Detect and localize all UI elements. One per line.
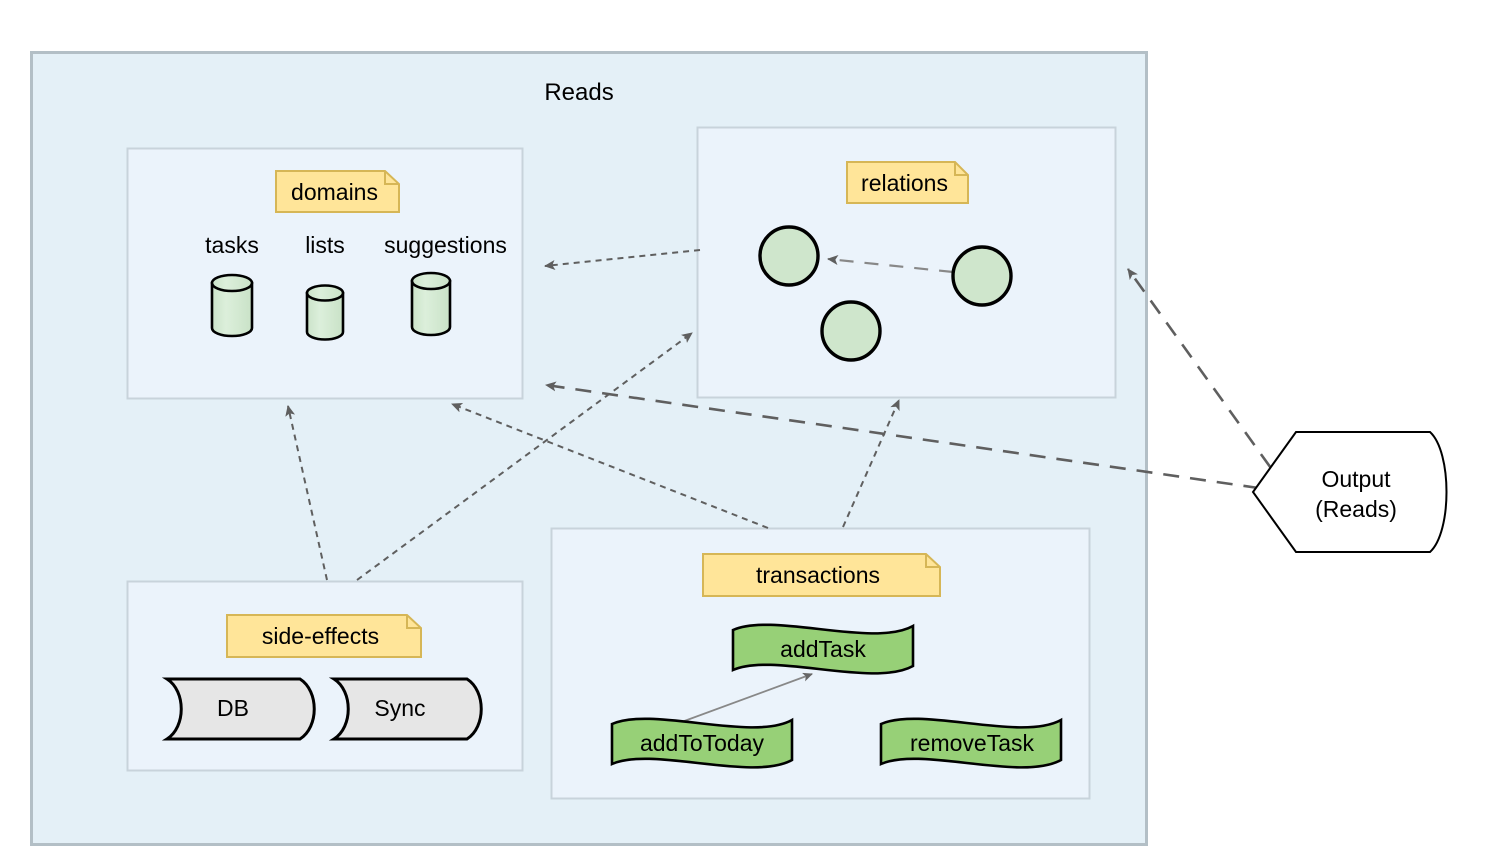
side-effects-group-box xyxy=(126,580,524,772)
edge-output-to-relations xyxy=(1126,268,1288,490)
relation-circle-left xyxy=(758,225,820,287)
output-node-shape xyxy=(1251,431,1448,553)
wave-addtask xyxy=(731,623,915,675)
edge-output-to-domains xyxy=(545,381,1287,494)
relation-circle-right xyxy=(951,245,1013,307)
tape-db xyxy=(161,677,316,741)
note-transactions xyxy=(702,553,941,597)
tape-sync xyxy=(328,677,483,741)
edge-addtotoday-to-addtask xyxy=(667,672,813,728)
edge-side-effects-to-relations xyxy=(356,332,693,581)
note-relations xyxy=(846,161,969,204)
cylinder-lists xyxy=(305,284,345,341)
wave-addtotoday xyxy=(610,717,794,769)
edge-transactions-to-relations xyxy=(842,399,900,528)
edge-relation-right-to-left xyxy=(827,255,954,274)
edge-transactions-to-domains xyxy=(451,402,769,529)
note-side-effects xyxy=(226,614,422,658)
cylinder-tasks xyxy=(210,273,254,338)
cylinder-suggestions xyxy=(410,271,452,337)
edge-relations-to-domains xyxy=(544,249,701,270)
relation-circle-bottom xyxy=(820,300,882,362)
edge-side-effects-to-domains xyxy=(285,405,328,581)
note-domains xyxy=(275,170,400,213)
wave-removetask xyxy=(879,717,1063,769)
